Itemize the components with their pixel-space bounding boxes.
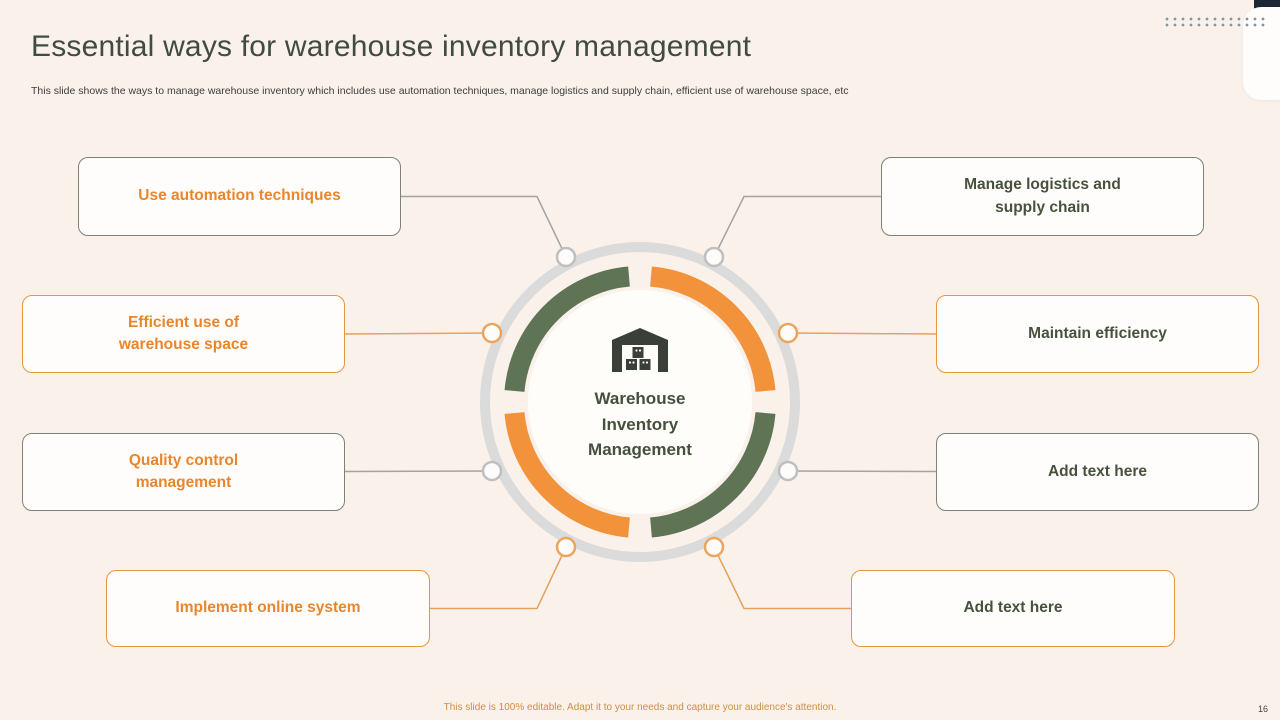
box-implement-online-system: Implement online system <box>106 570 430 647</box>
box-manage-logistics-and-supply-chain: Manage logistics and supply chain <box>881 157 1204 236</box>
dots-pattern-decoration <box>1163 16 1265 28</box>
box-label: Quality control management <box>128 451 239 491</box>
box-label: Use automation techniques <box>138 187 341 205</box>
footer-note: This slide is 100% editable. Adapt it to… <box>443 702 837 713</box>
hub-center: Warehouse Inventory Management <box>545 326 735 463</box>
box-label: Maintain efficiency <box>1028 324 1167 342</box>
box-quality-control-management: Quality control management <box>22 433 345 511</box>
page-title: Essential ways for warehouse inventory m… <box>31 30 752 63</box>
box-add-text-here-1: Add text here <box>936 433 1259 511</box>
box-add-text-here-2: Add text here <box>851 570 1175 647</box>
page-number: 16 <box>1257 704 1268 714</box>
box-maintain-efficiency: Maintain efficiency <box>936 295 1259 373</box>
box-use-automation-techniques: Use automation techniques <box>78 157 401 236</box>
hub-label: Warehouse Inventory Management <box>588 389 692 459</box>
box-label: Implement online system <box>175 599 361 617</box>
warehouse-icon <box>612 328 668 372</box>
box-label: Efficient use of warehouse space <box>118 313 249 353</box>
page-subtitle: This slide shows the ways to manage ware… <box>31 85 849 97</box>
box-label: Manage logistics and supply chain <box>964 176 1121 216</box>
box-label: Add text here <box>1047 462 1148 480</box>
box-label: Add text here <box>963 599 1063 617</box>
box-efficient-use-of-warehouse-space: Efficient use of warehouse space <box>22 295 345 373</box>
